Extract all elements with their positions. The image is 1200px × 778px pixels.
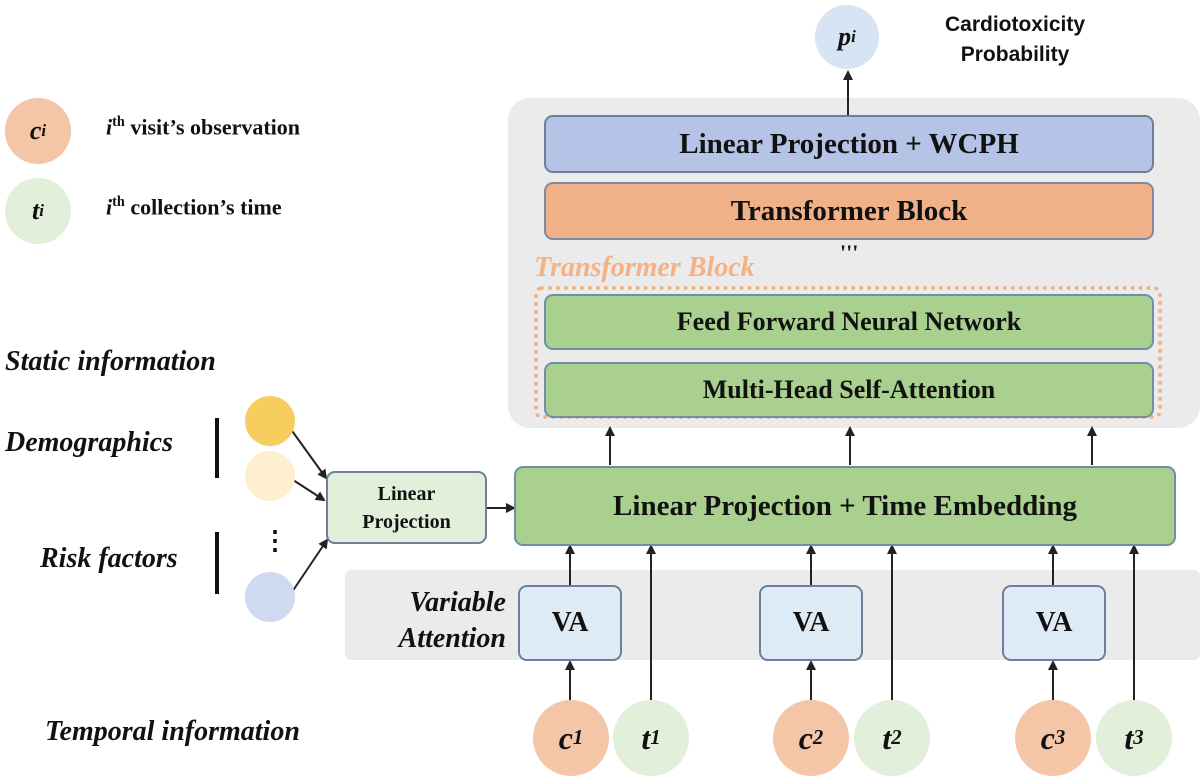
arrow-risk-to-lp (289, 538, 329, 596)
legend-t-sub: i (39, 201, 44, 220)
legend-c-desc-sup: th (112, 114, 125, 130)
output-node-sub: i (851, 27, 856, 46)
transformer-block-label: Transformer Block (730, 194, 968, 227)
variable-attention-label: Variable Attention (346, 585, 506, 657)
feed-forward-label: Feed Forward Neural Network (676, 307, 1022, 336)
legend-t-desc-sup: th (112, 194, 125, 210)
legend-t-desc-pre: i (106, 194, 113, 220)
static-linear-projection-block: Linear Projection (326, 471, 487, 544)
linear-projection-time-embedding-block: Linear Projection + Time Embedding (514, 466, 1176, 546)
time-embedding-label: Linear Projection + Time Embedding (613, 489, 1077, 522)
output-label: Cardiotoxicity Probability (920, 10, 1110, 70)
variable-attention-line2: Attention (398, 623, 506, 654)
arrow-demo1-to-lp (289, 427, 328, 480)
demographic-node-1 (245, 396, 295, 446)
c1-symbol: c (558, 719, 573, 756)
demographic-node-2 (245, 451, 295, 501)
va-block-2: VA (759, 585, 863, 661)
multi-head-self-attention-block: Multi-Head Self-Attention (544, 362, 1154, 418)
output-label-line1: Cardiotoxicity (944, 13, 1086, 36)
t1-sub: 1 (650, 726, 661, 749)
legend-c-desc-pre: i (106, 114, 113, 140)
t1-symbol: t (641, 719, 651, 756)
va-label-3: VA (1035, 607, 1073, 638)
arrow-demo2-to-lp (289, 477, 326, 502)
legend-t-description: ith collection’s time (106, 194, 282, 220)
feed-forward-block: Feed Forward Neural Network (544, 294, 1154, 350)
legend-c-symbol: c (29, 116, 42, 145)
output-label-line2: Probability (960, 43, 1070, 66)
c3-sub: 3 (1054, 726, 1066, 749)
c2-symbol: c (798, 719, 813, 756)
risk-factors-label: Risk factors (40, 543, 178, 574)
legend-t-desc-text: collection’s time (124, 194, 282, 220)
legend-t-symbol: t (32, 196, 40, 225)
t3-sub: 3 (1133, 726, 1144, 749)
va-label-1: VA (551, 607, 589, 638)
va-block-3: VA (1002, 585, 1106, 661)
multi-head-self-attention-label: Multi-Head Self-Attention (702, 375, 996, 404)
t3-symbol: t (1124, 719, 1134, 756)
demographics-label: Demographics (5, 427, 173, 458)
transformer-block-detail-title: Transformer Block (534, 252, 755, 283)
legend-c-desc-text: visit’s observation (124, 114, 301, 140)
transformer-block: Transformer Block (544, 182, 1154, 240)
c1-sub: 1 (572, 726, 584, 749)
static-information-title: Static information (5, 346, 216, 377)
va-label-2: VA (792, 607, 830, 638)
risk-factor-node (245, 572, 295, 622)
static-linear-projection-line2: Projection (362, 510, 451, 533)
output-node-symbol: p (838, 22, 852, 51)
va-block-1: VA (518, 585, 622, 661)
c3-symbol: c (1040, 719, 1055, 756)
linear-projection-wcph-block: Linear Projection + WCPH (544, 115, 1154, 173)
legend-c-description: ith visit’s observation (106, 114, 300, 140)
c2-sub: 2 (812, 726, 824, 749)
static-linear-projection-line1: Linear (377, 482, 436, 505)
temporal-information-title: Temporal information (45, 716, 300, 747)
static-vdots: ⋮ (262, 526, 288, 555)
t2-symbol: t (882, 719, 892, 756)
stack-ellipsis: ''' (840, 240, 859, 265)
linear-projection-wcph-label: Linear Projection + WCPH (679, 127, 1019, 160)
t2-sub: 2 (891, 726, 902, 749)
legend-c-sub: i (41, 121, 47, 140)
variable-attention-line1: Variable (409, 587, 506, 618)
